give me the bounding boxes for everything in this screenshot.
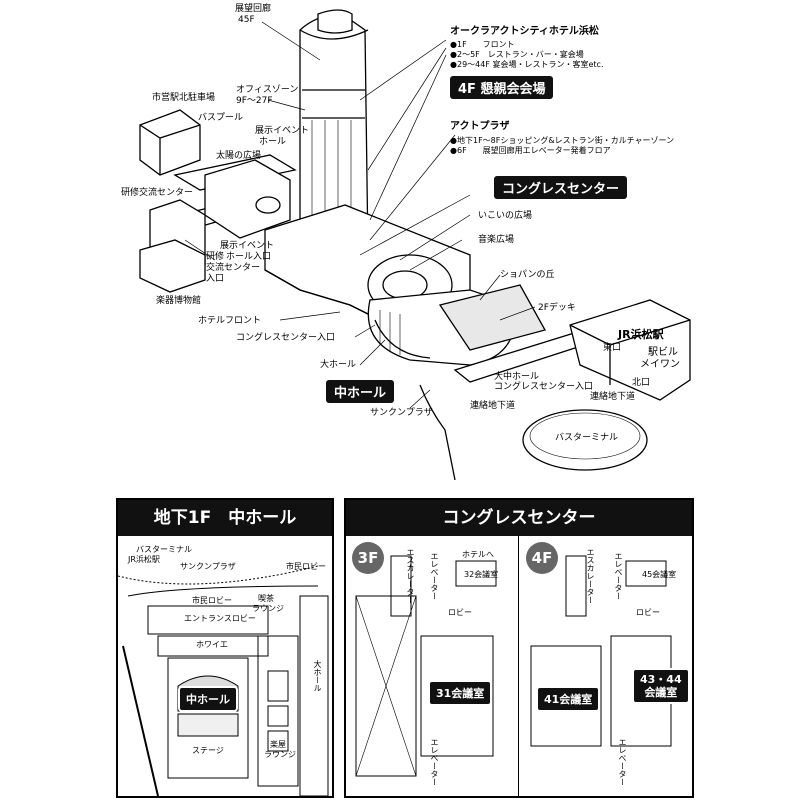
b1-music-lounge-label2: ラウンジ bbox=[264, 750, 296, 759]
banquet-venue-tag: 4F 懇親会会場 bbox=[450, 76, 554, 99]
hotel-front-label: ホテルフロント bbox=[198, 316, 262, 326]
floor-3f-badge: 3F bbox=[352, 542, 384, 574]
exhibition-entrance-label: 展示イベント bbox=[220, 241, 275, 251]
3f-room32-label: 32会議室 bbox=[464, 570, 499, 579]
act-plaza-line-1: ●地下1F～8Fショッピング&レストラン街・カルチャーゾーン bbox=[450, 136, 675, 145]
parking-building bbox=[139, 109, 201, 176]
hotel-line-3: ●29～44F 宴会場・レストラン・客室etc. bbox=[450, 60, 604, 69]
act-plaza-line-2: ●6F 展望回廊用エレベーター発着フロア bbox=[450, 146, 611, 155]
b1-cafe-label: 喫茶 bbox=[258, 594, 274, 603]
4f-lobby-label: ロビー bbox=[636, 608, 660, 617]
north-exit-label: 北口 bbox=[632, 378, 651, 388]
training-entrance-label: 研修 bbox=[206, 252, 225, 262]
b1-citizen-lobby-right-label: 市民ロビー bbox=[286, 562, 326, 571]
b1-floor-plan bbox=[118, 565, 329, 796]
exhibition-hall-label2: ホール bbox=[259, 137, 287, 147]
observation-floor-label: 45F bbox=[238, 15, 255, 25]
facility-map-drawing bbox=[139, 9, 691, 481]
b1-panel-title: 地下1F 中ホール bbox=[118, 500, 332, 536]
b1-floor-panel: 地下1F 中ホール バスターミナル JR浜松駅 サンクンプラザ 市民ロビー 市民… bbox=[116, 498, 334, 798]
instrument-museum-label: 楽器博物館 bbox=[156, 296, 202, 306]
mid-hall-entrance-label2: コングレスセンター入口 bbox=[494, 382, 594, 392]
b1-music-lounge-label: 楽屋 bbox=[270, 740, 286, 749]
jr-station-building bbox=[569, 299, 691, 401]
4f-room4344-line2: 会議室 bbox=[644, 686, 678, 699]
bus-terminal-label: バスターミナル bbox=[555, 433, 619, 443]
training-center-label: 研修交流センター bbox=[121, 188, 194, 198]
b1-jr-station-label: JR浜松駅 bbox=[128, 555, 160, 564]
3f-escalator-label: エスカレーター bbox=[406, 548, 415, 604]
city-north-parking-label: 市営駅北駐車場 bbox=[152, 93, 216, 103]
chopin-hill bbox=[438, 284, 546, 351]
b1-cafe-label2: ラウンジ bbox=[252, 604, 284, 613]
congress-floor-panel: コングレスセンター 3F エスカレーター エレベーター ホテルへ 32会議室 ロ… bbox=[344, 498, 694, 798]
b1-large-hall-label: 大ホール bbox=[313, 660, 322, 692]
congress-entrance-label: コングレスセンター入口 bbox=[236, 333, 336, 343]
hotel-title: オークラアクトシティホテル浜松 bbox=[450, 26, 599, 37]
b1-bus-terminal-label: バスターミナル bbox=[136, 545, 192, 554]
hotel-line-2: ●2～5F レストラン・バー・宴会場 bbox=[450, 50, 584, 59]
station-building-label: 駅ビル bbox=[648, 347, 678, 358]
music-plaza-label: 音楽広場 bbox=[478, 235, 515, 245]
b1-stage-label: ステージ bbox=[192, 746, 224, 755]
jr-station-label: JR浜松駅 bbox=[618, 328, 664, 341]
4f-room45-label: 45会議室 bbox=[642, 570, 677, 579]
deck-2f-label: 2Fデッキ bbox=[538, 303, 576, 313]
3f-lobby-label: ロビー bbox=[448, 608, 472, 617]
b1-mid-hall-label: 中ホール bbox=[178, 686, 238, 712]
training-entrance-label3: 入口 bbox=[206, 274, 225, 284]
hotel-line-1: ●1F フロント bbox=[450, 40, 515, 49]
exhibition-hall-label: 展示イベント bbox=[255, 126, 310, 136]
4f-elevator-bottom-label: エレベーター bbox=[618, 738, 627, 786]
4f-elevator-top-label: エレベーター bbox=[614, 552, 623, 600]
ikoi-plaza-label: いこいの広場 bbox=[478, 211, 533, 221]
floor-4f-badge: 4F bbox=[526, 542, 558, 574]
underground-pass-label: 連絡地下道 bbox=[590, 392, 636, 402]
congress-center-tag: コングレスセンター bbox=[494, 176, 628, 199]
underground-pass-label2: 連絡地下道 bbox=[470, 401, 516, 411]
4f-escalator-label: エスカレーター bbox=[586, 548, 595, 604]
bus-pool-label: バスプール bbox=[198, 113, 244, 123]
mid-hall-entrance-label: 大中ホール bbox=[494, 372, 540, 382]
4f-room4344-line1: 43・44 bbox=[640, 673, 682, 686]
east-exit-label: 東口 bbox=[603, 343, 622, 353]
chopin-hill-label: ショパンの丘 bbox=[500, 270, 555, 280]
3f-elevator-bottom-label: エレベーター bbox=[430, 738, 439, 786]
b1-sunken-plaza-label: サンクンプラザ bbox=[180, 562, 236, 571]
4f-room41-label: 41会議室 bbox=[536, 686, 601, 712]
observation-corridor-label: 展望回廊 bbox=[235, 4, 272, 14]
office-floors-label: 9F～27F bbox=[236, 96, 273, 106]
b1-foyer-label: ホワイエ bbox=[196, 640, 228, 649]
large-hall-label: 大ホール bbox=[320, 360, 357, 370]
4f-room4344-label: 43・44 会議室 bbox=[632, 668, 690, 704]
sunken-plaza-label: サンクンプラザ bbox=[370, 408, 433, 418]
sun-plaza-label: 太陽の広場 bbox=[216, 151, 262, 161]
office-zone-label: オフィスゾーン bbox=[236, 85, 299, 95]
b1-citizen-lobby-label: 市民ロビー bbox=[192, 596, 232, 605]
b1-entrance-lobby-label: エントランスロビー bbox=[184, 614, 256, 623]
congress-floor-plans bbox=[355, 555, 672, 777]
3f-room31-label: 31会議室 bbox=[428, 680, 493, 706]
3f-elevator-top-label: エレベーター bbox=[430, 552, 439, 600]
exhibition-entrance-label2: ホール入口 bbox=[226, 252, 272, 262]
congress-panel-title: コングレスセンター bbox=[346, 500, 692, 536]
mid-hall-tag: 中ホール bbox=[326, 380, 395, 403]
act-plaza-title: アクトプラザ bbox=[450, 121, 510, 132]
training-entrance-label2: 交流センター bbox=[206, 263, 261, 273]
3f-to-hotel-label: ホテルへ bbox=[462, 550, 494, 559]
station-building-label2: メイワン bbox=[640, 359, 680, 370]
